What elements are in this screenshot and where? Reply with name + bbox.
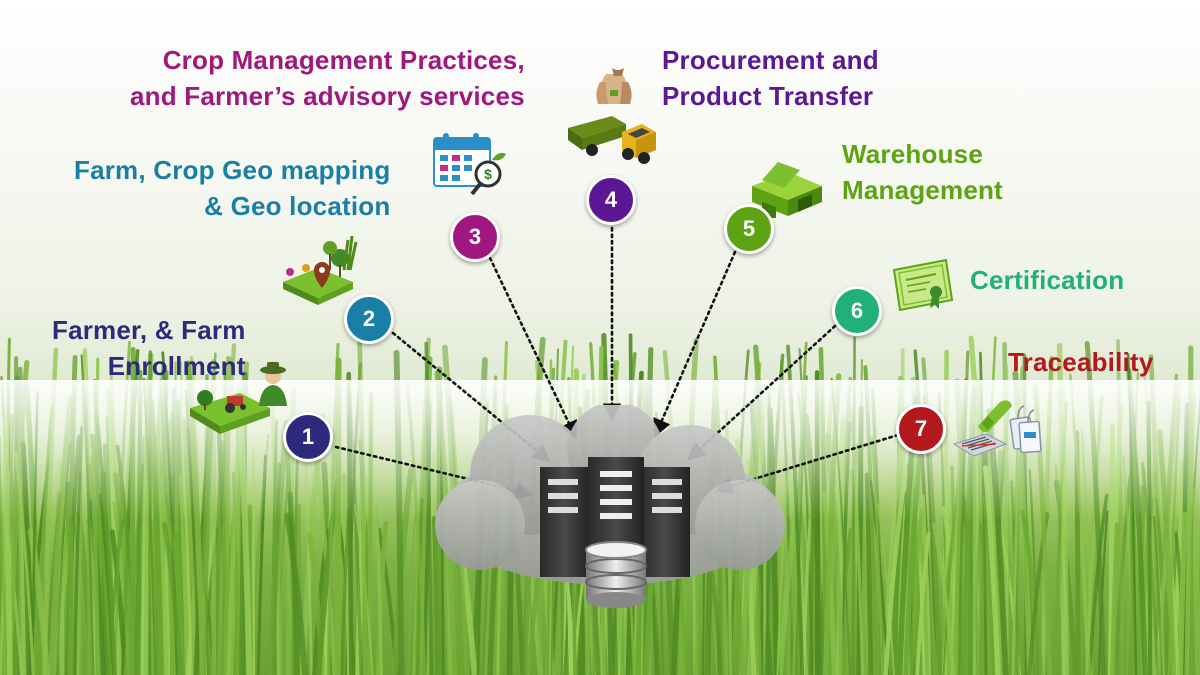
grass-blade xyxy=(406,512,417,675)
grass-blade xyxy=(375,521,388,675)
grass-blade xyxy=(1020,509,1044,675)
step-3-badge: 3 xyxy=(450,212,500,262)
step-1-label-line-1: Farmer, & Farm xyxy=(52,315,246,345)
step-4-badge: 4 xyxy=(586,175,636,225)
step-5-label-line-1: Warehouse xyxy=(842,139,983,169)
step-1-label: Farmer, & Farm Enrollment xyxy=(52,312,246,384)
warehouse-icon xyxy=(752,162,822,218)
step-2-label-line-1: Farm, Crop Geo mapping xyxy=(74,155,391,185)
grass-blade xyxy=(109,529,128,675)
grass-blade xyxy=(0,455,7,675)
grass-blade xyxy=(915,532,931,675)
step-7-label-line-1: Traceability xyxy=(1008,347,1154,377)
step-4-label-line-2: Product Transfer xyxy=(662,81,874,111)
geo-map-pin-icon xyxy=(283,235,358,305)
step-3-label-line-2: and Farmer’s advisory services xyxy=(130,81,525,111)
step-5-label: Warehouse Management xyxy=(842,136,1003,208)
step-1-badge: 1 xyxy=(283,412,333,462)
grass-blade xyxy=(979,522,993,675)
grass-blade xyxy=(27,527,51,675)
farmer-tractor-icon xyxy=(190,362,287,434)
step-7-badge: 7 xyxy=(896,404,946,454)
delivery-truck-sacks-icon xyxy=(568,68,656,164)
barcode-scanner-tag-icon xyxy=(952,400,1042,457)
step-3-label: Crop Management Practices, and Farmer’s … xyxy=(130,42,525,114)
arrow-step-5 xyxy=(653,250,737,438)
grass-blade xyxy=(67,523,74,675)
step-3-label-line-1: Crop Management Practices, xyxy=(162,45,525,75)
step-4-label: Procurement and Product Transfer xyxy=(662,42,879,114)
step-2-label-line-2: & Geo location xyxy=(204,191,391,221)
grass-blade xyxy=(876,503,896,675)
step-5-label-line-2: Management xyxy=(842,175,1003,205)
step-2-badge: 2 xyxy=(344,294,394,344)
step-6-badge: 6 xyxy=(832,286,882,336)
step-6-label-line-1: Certification xyxy=(970,265,1125,295)
grass-blade xyxy=(909,509,924,675)
grass-blade xyxy=(932,522,956,675)
grass-blade xyxy=(162,521,184,675)
arrow-step-3 xyxy=(488,256,577,440)
step-4-label-line-1: Procurement and xyxy=(662,45,879,75)
step-2-label: Farm, Crop Geo mapping & Geo location xyxy=(74,152,390,224)
grass-blade xyxy=(1110,522,1120,675)
grass-blade xyxy=(112,501,131,675)
calendar-advisory-icon: $ xyxy=(433,133,506,196)
step-1-label-line-2: Enrollment xyxy=(107,351,246,381)
arrow-step-2 xyxy=(391,331,551,463)
step-7-label: Traceability xyxy=(1008,344,1153,380)
step-5-badge: 5 xyxy=(724,204,774,254)
step-6-label: Certification xyxy=(970,262,1124,298)
svg-text:$: $ xyxy=(484,166,492,182)
grass-blade xyxy=(1177,512,1188,675)
arrow-step-1 xyxy=(334,445,534,500)
grass-blade xyxy=(801,518,812,675)
certificate-icon xyxy=(892,258,954,312)
grass-blade xyxy=(375,506,383,675)
cloud-server-database-icon xyxy=(435,405,785,608)
